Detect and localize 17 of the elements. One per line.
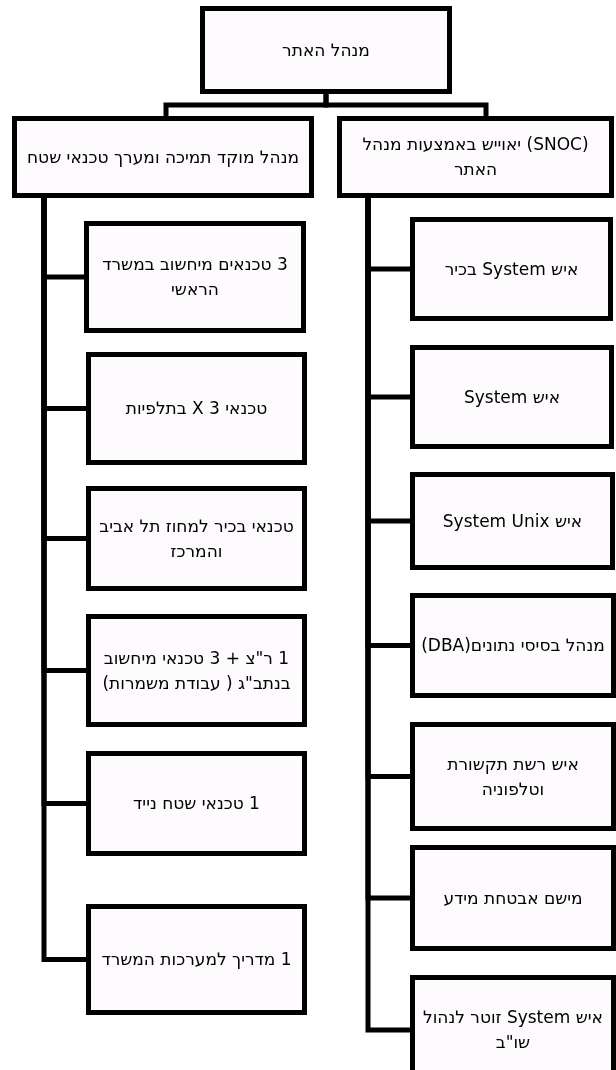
role-box: איש System (410, 345, 614, 449)
role-box: מישם אבטחת מידע (410, 845, 616, 951)
department-box: (SNOC) יאוייש באמצעות מנהל האתר (337, 116, 614, 198)
role-box: איש System זוטר לנהול שו"ב (410, 975, 616, 1070)
manager-box: מנהל האתר (200, 6, 452, 94)
role-box: 1 טכנאי שטח נייד (86, 751, 307, 856)
connector-line (323, 94, 489, 116)
role-box: 1 מדריך למערכות המשרד (86, 904, 307, 1015)
role-box: טכנאי X 3 בתלפיות (86, 352, 307, 465)
role-box: 1 ר"צ + 3 טכנאי מיחשוב בנתב"ג ( עבודת משמרות) (86, 614, 307, 727)
role-box: טכנאי בכיר למחוז תל אביב והמרכז (86, 486, 307, 591)
role-box: איש System Unix (410, 472, 615, 570)
role-box: איש System בכיר (410, 217, 613, 321)
role-box: מנהל בסיסי נתונים(DBA) (410, 593, 616, 698)
role-box: 3 טכנאים מיחשוב במשרד הראשי (84, 221, 306, 333)
department-box: מנהל מוקד תמיכה ומערך טכנאי שטח (12, 116, 314, 198)
role-box: איש רשת תקשורת וטלפוניה (410, 722, 616, 831)
